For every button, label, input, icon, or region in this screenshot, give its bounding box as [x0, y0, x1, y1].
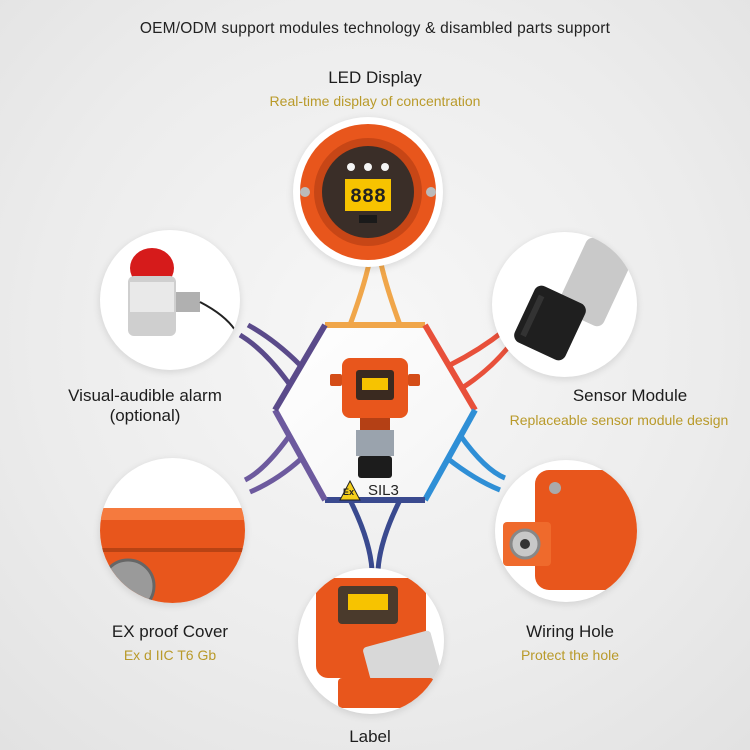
alarm-title-optional: (optional) — [109, 406, 181, 425]
led-display-title: LED Display — [328, 68, 422, 87]
connector-wiring — [457, 433, 507, 481]
alarm-image — [128, 248, 236, 336]
ex-cover-title: EX proof Cover — [111, 622, 229, 641]
hex-edge-upper-left — [272, 323, 328, 412]
alarm-title: Visual-audible alarm — [68, 386, 222, 405]
label-circle — [298, 568, 444, 714]
led-display-image: 888 — [300, 124, 436, 260]
wiring-hole-subtitle: Protect the hole — [520, 647, 620, 663]
led-display-subtitle: Real-time display of concentration — [269, 93, 481, 109]
wiring-hole-title: Wiring Hole — [526, 622, 614, 641]
sensor-module-title: Sensor Module — [572, 386, 688, 405]
ex-badge: Ex — [339, 480, 361, 502]
connector-cover — [243, 433, 293, 483]
sensor-module-image — [514, 237, 632, 361]
ex-cover-circle — [100, 458, 245, 603]
ex-cover-subtitle: Ex d IIC T6 Gb — [123, 647, 217, 663]
sensor-module-circle — [492, 232, 637, 377]
led-display-circle: 888 — [293, 117, 443, 267]
hex-edge-lower-left — [272, 408, 328, 502]
label-image — [316, 578, 443, 708]
center-product — [320, 338, 430, 488]
svg-text:888: 888 — [350, 186, 386, 209]
ex-cover-image — [100, 508, 245, 603]
alarm-circle — [100, 230, 240, 370]
label-title: Label — [349, 727, 391, 746]
gas-detector-image — [330, 358, 420, 478]
page-title: OEM/ODM support modules technology & dis… — [139, 20, 611, 37]
wiring-hole-image — [503, 470, 637, 590]
connector-alarm — [238, 332, 293, 387]
wiring-hole-circle — [495, 460, 637, 602]
sil-rating: SIL3 — [368, 482, 399, 499]
sensor-module-subtitle: Replaceable sensor module design — [509, 412, 729, 428]
connector-label — [347, 498, 375, 571]
hex-edge-lower-right — [422, 408, 478, 502]
hex-edge-upper-right — [422, 323, 478, 412]
